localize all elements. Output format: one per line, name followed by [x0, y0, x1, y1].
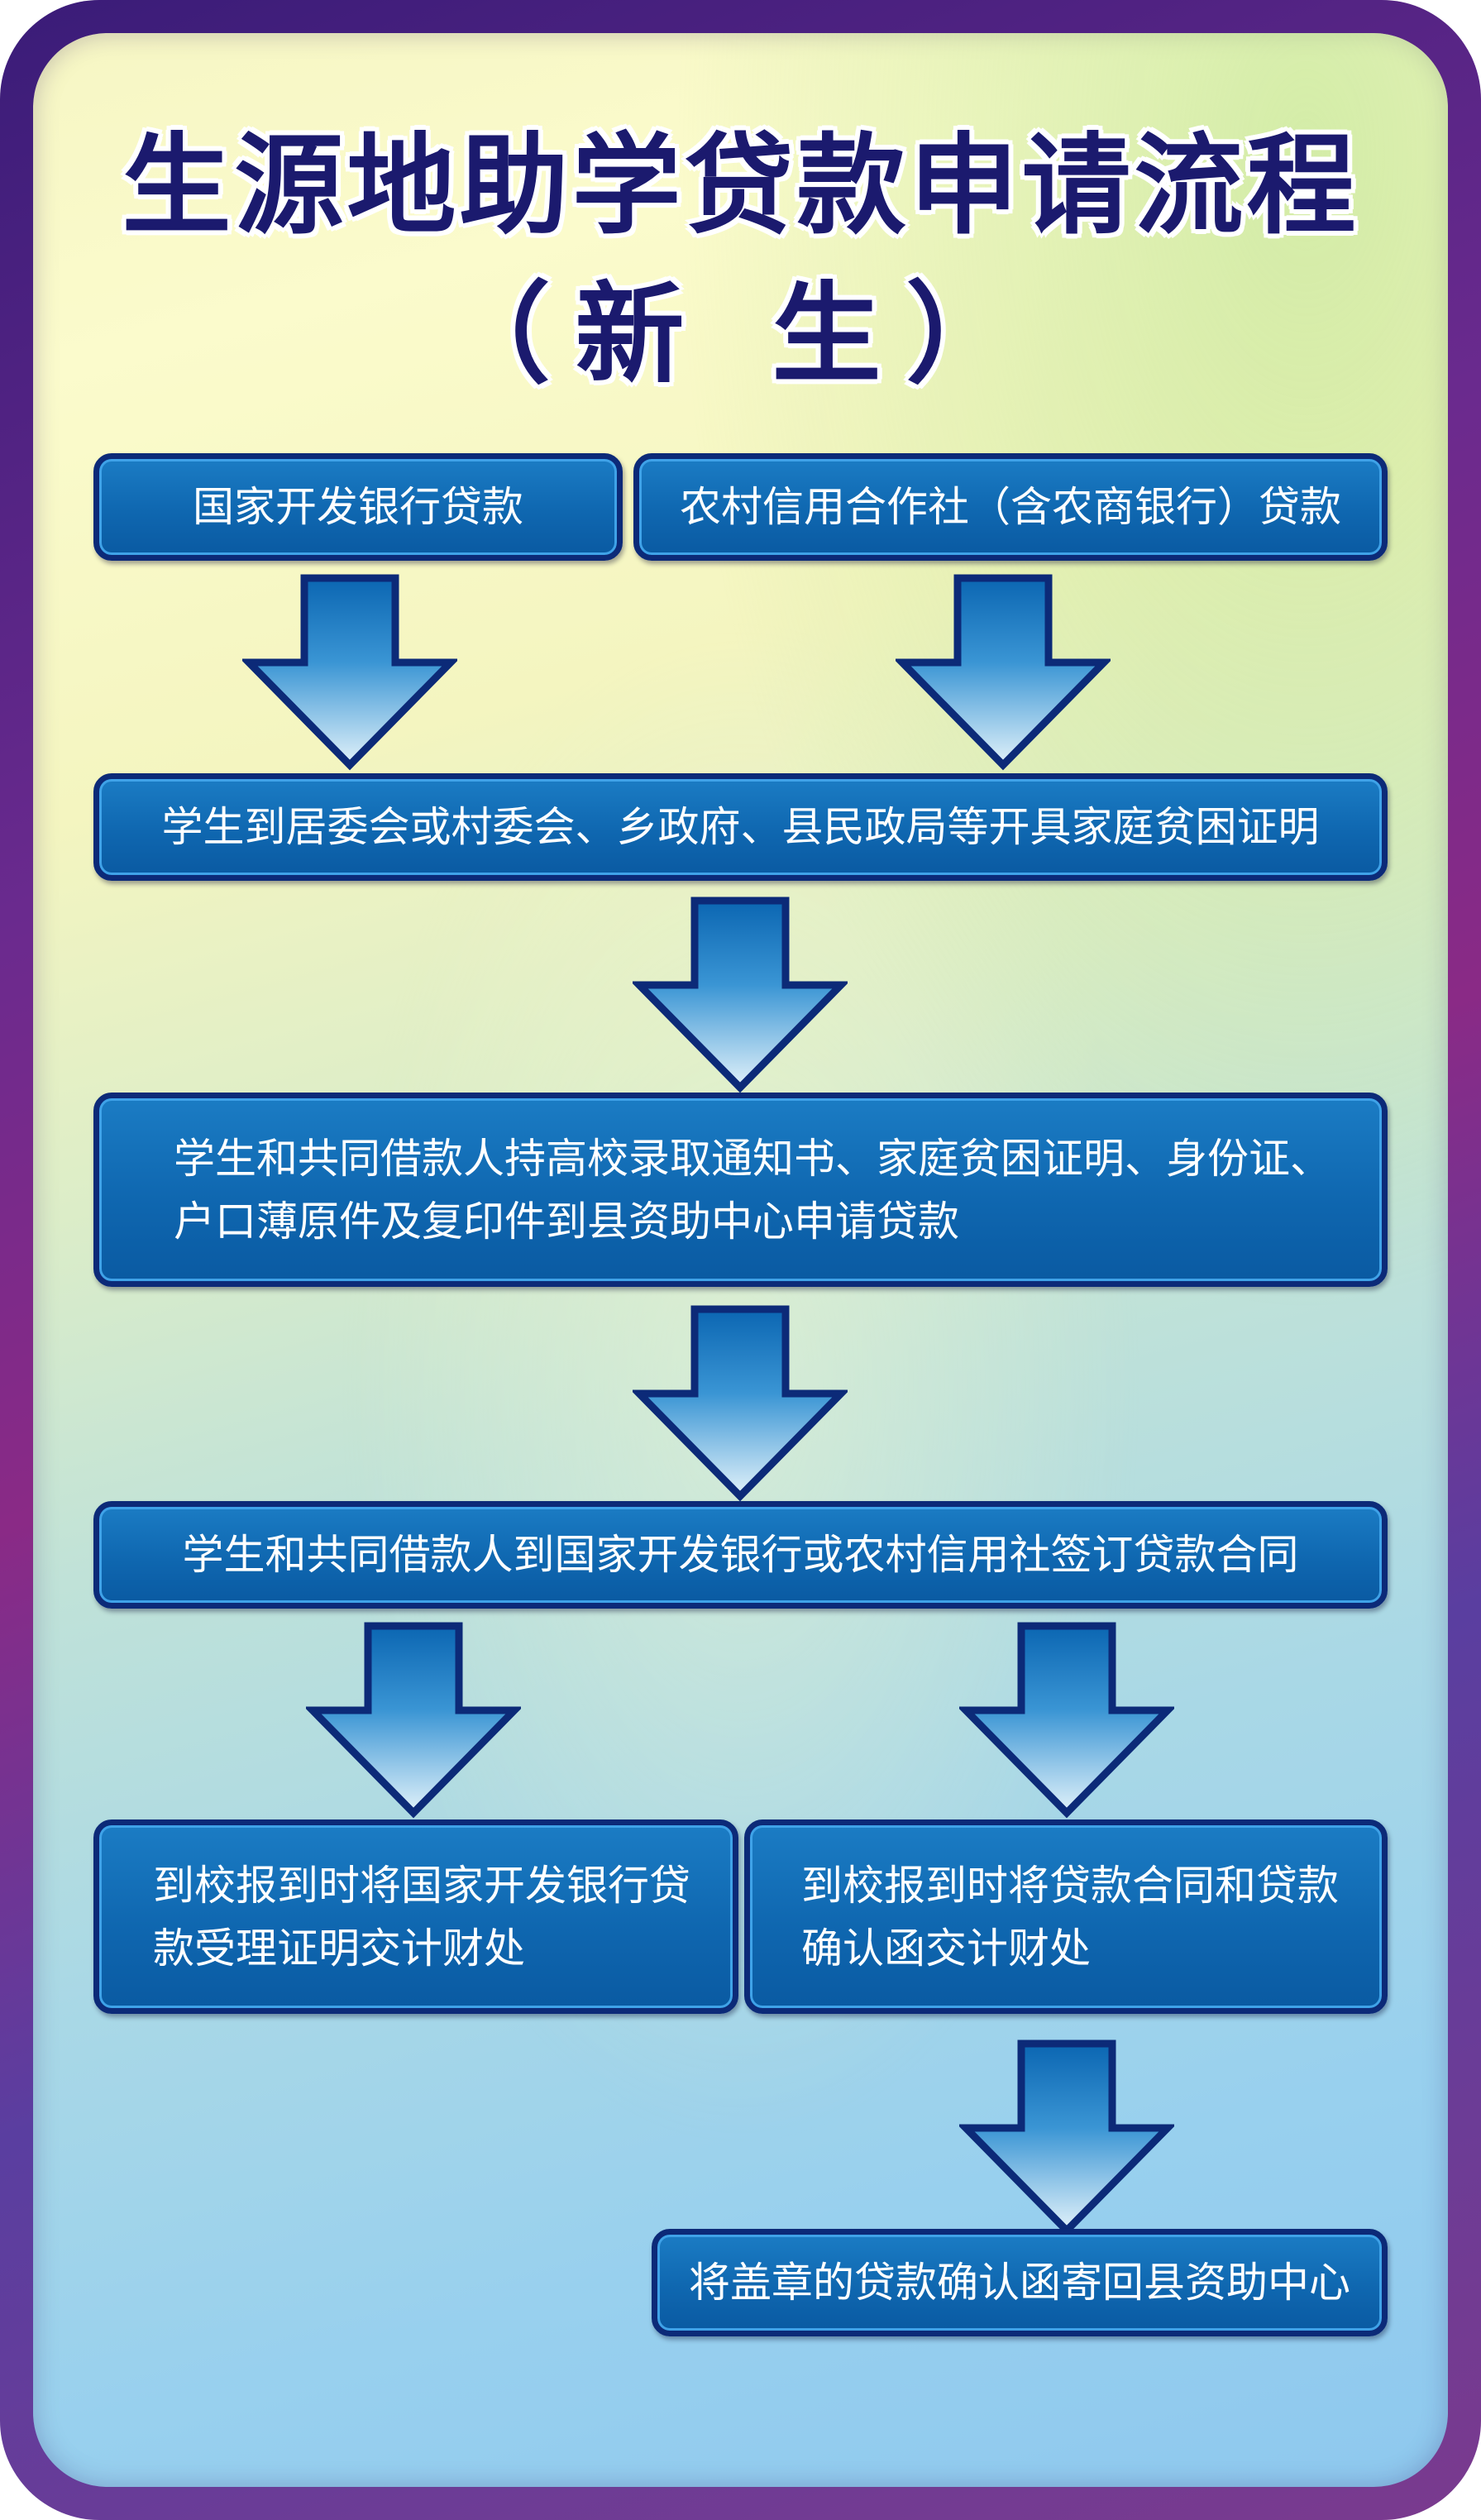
step-rcc-submit: 到校报到时将贷款合同和贷款 确认函交计财处 [744, 1819, 1388, 2014]
step-rcc-loan-label: 农村信用合作社（含农商银行）贷款 [680, 483, 1341, 531]
step-return-letter-label: 将盖章的贷款确认函寄回县资助中心 [689, 2259, 1350, 2307]
step-rcc-loan: 农村信用合作社（含农商银行）贷款 [633, 453, 1388, 561]
down-arrow-icon [896, 574, 1111, 771]
down-arrow-icon [633, 897, 848, 1093]
step-return-letter: 将盖章的贷款确认函寄回县资助中心 [652, 2229, 1388, 2336]
down-arrow-icon [959, 2039, 1174, 2236]
down-arrow-icon [306, 1622, 521, 1819]
step-poverty-certificate-label: 学生到居委会或村委会、乡政府、县民政局等开具家庭贫困证明 [161, 803, 1320, 851]
step-cdb-loan-label: 国家开发银行贷款 [193, 483, 523, 531]
down-arrow-icon [959, 1622, 1174, 1819]
poster-subtitle: （新 生） [441, 271, 1040, 399]
step-cdb-submit-label: 到校报到时将国家开发银行贷 款受理证明交计财处 [153, 1861, 690, 1972]
step-cdb-loan: 国家开发银行贷款 [93, 453, 623, 561]
step-poverty-certificate: 学生到居委会或村委会、乡政府、县民政局等开具家庭贫困证明 [93, 773, 1388, 881]
poster-title: 生源地助学贷款申请流程 [122, 122, 1359, 250]
step-cdb-submit: 到校报到时将国家开发银行贷 款受理证明交计财处 [93, 1819, 738, 2014]
step-rcc-submit-label: 到校报到时将贷款合同和贷款 确认函交计财处 [801, 1861, 1339, 1972]
step-apply-loan-label: 学生和共同借款人持高校录取通知书、家庭贫困证明、身份证、 户口薄原件及复印件到县… [174, 1134, 1331, 1246]
down-arrow-icon [633, 1305, 848, 1502]
step-sign-contract-label: 学生和共同借款人到国家开发银行或农村信用社签订贷款合同 [182, 1531, 1299, 1579]
down-arrow-icon [242, 574, 457, 771]
step-sign-contract: 学生和共同借款人到国家开发银行或农村信用社签订贷款合同 [93, 1501, 1388, 1609]
step-apply-loan: 学生和共同借款人持高校录取通知书、家庭贫困证明、身份证、 户口薄原件及复印件到县… [93, 1093, 1388, 1287]
